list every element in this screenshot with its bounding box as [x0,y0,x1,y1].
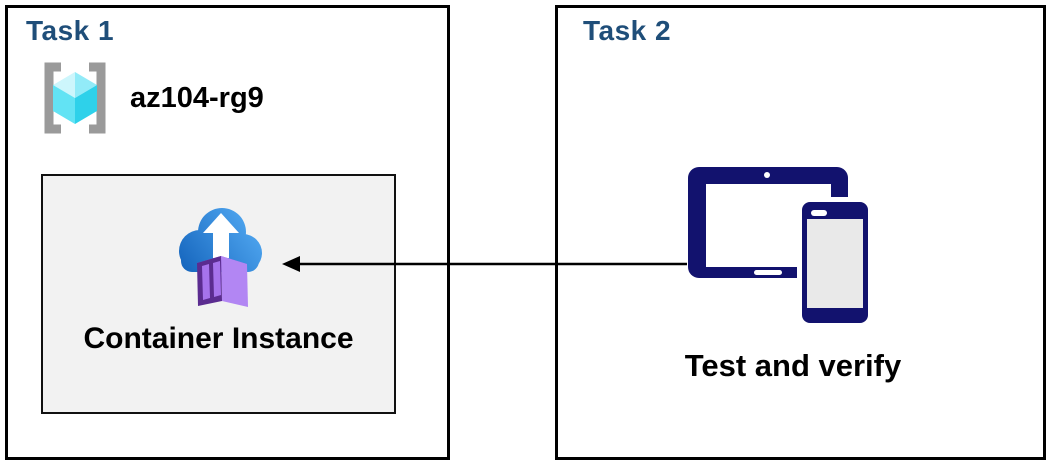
task1-box: Task 1 az104-rg9 [5,5,450,460]
phone-speaker [811,210,827,216]
task2-title: Task 2 [583,15,672,46]
container-box-shape [196,256,248,307]
resource-group: az104-rg9 [36,61,264,135]
cube-top-left-face [53,72,75,98]
phone-icon [797,197,871,328]
phone-screen [807,219,863,308]
bracket-left [44,62,61,134]
resource-group-icon [44,62,106,134]
container-instance-panel: Container Instance [41,174,396,414]
cube-right-face [75,85,97,124]
tablet-home-button [754,270,782,275]
task2-box: Task 2 Test and verify [555,5,1046,460]
cube-left-face [53,85,75,124]
container-instance-label: Container Instance [83,322,354,355]
resource-group-name: az104-rg9 [130,81,264,114]
test-verify-label: Test and verify [684,348,902,383]
tablet-camera-dot [764,172,770,178]
bracket-right [89,62,106,134]
tablet-phone-icon [688,167,871,328]
cube-top-right-face [75,72,97,98]
upload-arrow-icon [202,213,239,258]
container-instance-icon [178,208,262,307]
task1-title: Task 1 [26,15,115,46]
